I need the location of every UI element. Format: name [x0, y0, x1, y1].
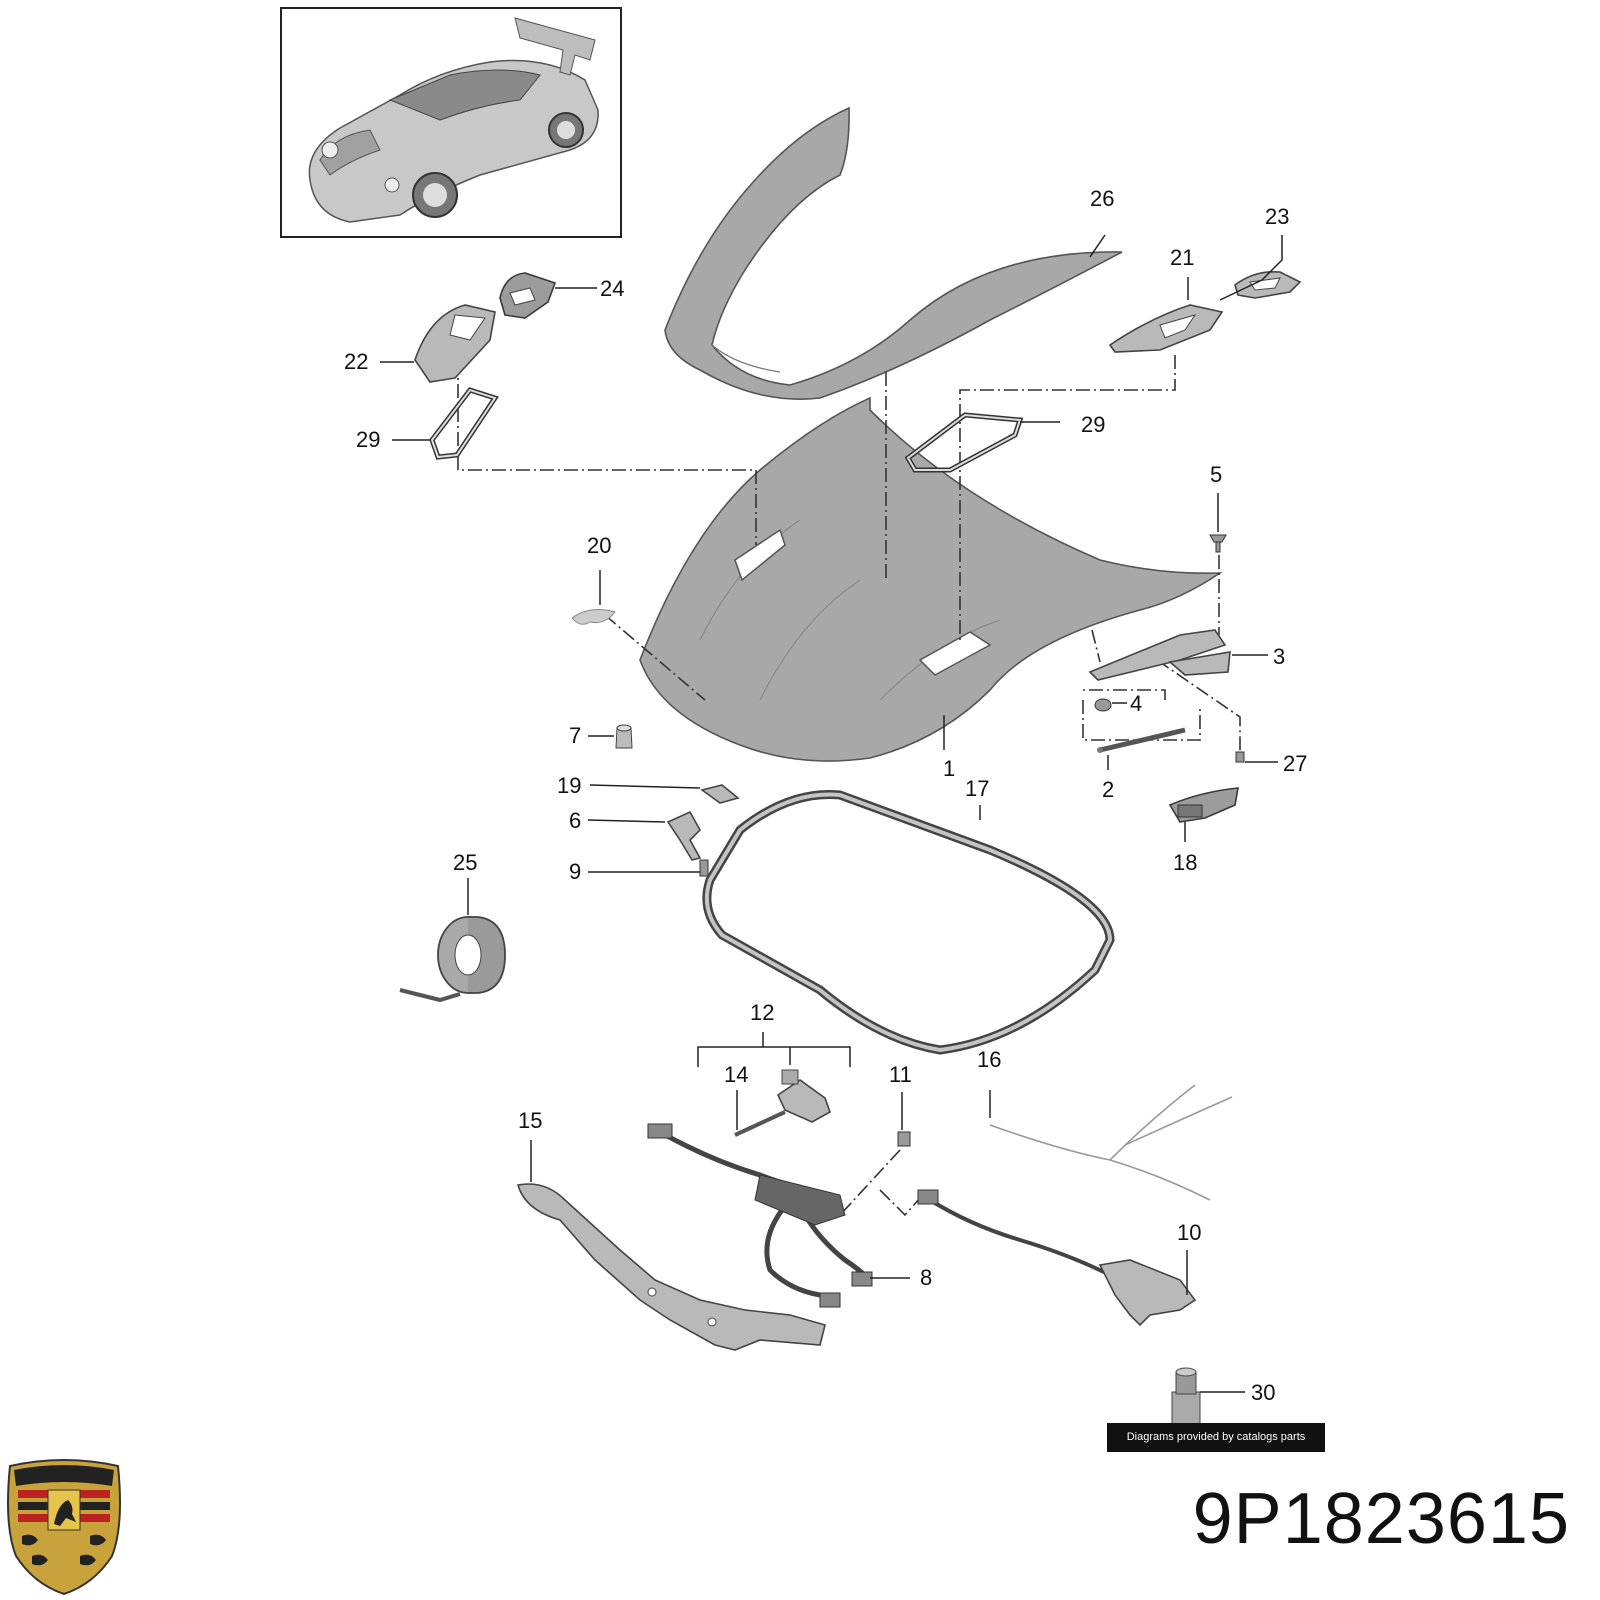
callout-4: 4	[1130, 691, 1142, 716]
part-16-release-cables	[989, 1084, 1233, 1201]
part-17-hood-seal	[702, 789, 1115, 1055]
callout-29-left: 29	[356, 427, 380, 452]
callout-25: 25	[453, 850, 477, 875]
callout-1: 1	[943, 756, 955, 781]
callout-15: 15	[518, 1108, 542, 1133]
callout-5: 5	[1210, 462, 1222, 487]
callout-23: 23	[1265, 204, 1289, 229]
part-2-hood-strut	[1097, 727, 1186, 753]
part-6-bracket	[666, 810, 702, 861]
callout-27: 27	[1283, 751, 1307, 776]
diagram-credit-banner: Diagrams provided by catalogs parts	[1107, 1423, 1325, 1452]
callout-20: 20	[587, 533, 611, 558]
callout-labels: 1 2 3 4 5 6 7 8 9 10 11 12 14 15 16 17 1…	[344, 186, 1307, 1405]
part-29-seal-left	[429, 387, 499, 460]
part-8-wiring-harness	[647, 1123, 873, 1308]
callout-17: 17	[965, 776, 989, 801]
part-18-release-handle	[1168, 787, 1239, 823]
callout-26: 26	[1090, 186, 1114, 211]
callout-16: 16	[977, 1047, 1001, 1072]
callout-3: 3	[1273, 644, 1285, 669]
part-5-bolt	[1209, 534, 1227, 553]
callout-22: 22	[344, 349, 368, 374]
callout-14: 14	[724, 1062, 748, 1087]
part-30-grease-tube	[1171, 1367, 1201, 1425]
callout-7: 7	[569, 723, 581, 748]
car-illustration	[308, 17, 599, 223]
part-3-lock-bracket	[1088, 629, 1231, 681]
car-inset	[280, 7, 622, 238]
part-24-air-scoop-left	[499, 272, 557, 319]
callout-8: 8	[920, 1265, 932, 1290]
part-10-hood-lock	[917, 1189, 1197, 1327]
callout-29-right: 29	[1081, 412, 1105, 437]
part-7-buffer	[615, 724, 633, 749]
part-19-clip	[700, 784, 740, 804]
part-number: 9P1823615	[1192, 1479, 1570, 1559]
part-15-lock-carrier	[516, 1183, 826, 1351]
part-29-seal-right	[904, 412, 1024, 473]
part-22-air-duct-left	[414, 304, 496, 383]
callout-30: 30	[1251, 1380, 1275, 1405]
part-11-bolt	[897, 1131, 911, 1147]
part-1-front-hood	[639, 396, 1223, 762]
leader-lines	[380, 234, 1283, 1393]
part-4-nut	[1094, 698, 1112, 712]
part-21-air-duct-right	[1108, 304, 1224, 353]
part-23-air-scoop-right	[1234, 270, 1302, 299]
part-9-screw	[699, 859, 709, 877]
callout-10: 10	[1177, 1220, 1201, 1245]
callout-18: 18	[1173, 850, 1197, 875]
callout-24: 24	[600, 276, 624, 301]
part-25-adhesive-tape	[399, 916, 506, 1003]
part-14-lock-actuator	[734, 1069, 831, 1137]
porsche-crest-icon	[7, 1459, 121, 1596]
callout-6: 6	[569, 808, 581, 833]
callout-9: 9	[569, 859, 581, 884]
callout-12: 12	[750, 1000, 774, 1025]
callout-11: 11	[889, 1062, 912, 1087]
part-12-bracket-group	[697, 1032, 851, 1067]
part-26-hood-cover	[664, 106, 1123, 400]
callout-19: 19	[557, 773, 581, 798]
callout-2: 2	[1102, 777, 1114, 802]
assembly-dash-lines	[457, 355, 1241, 1217]
part-27-bolt	[1235, 751, 1245, 763]
part-20-emblem-pad	[571, 609, 616, 625]
callout-21: 21	[1170, 245, 1194, 270]
